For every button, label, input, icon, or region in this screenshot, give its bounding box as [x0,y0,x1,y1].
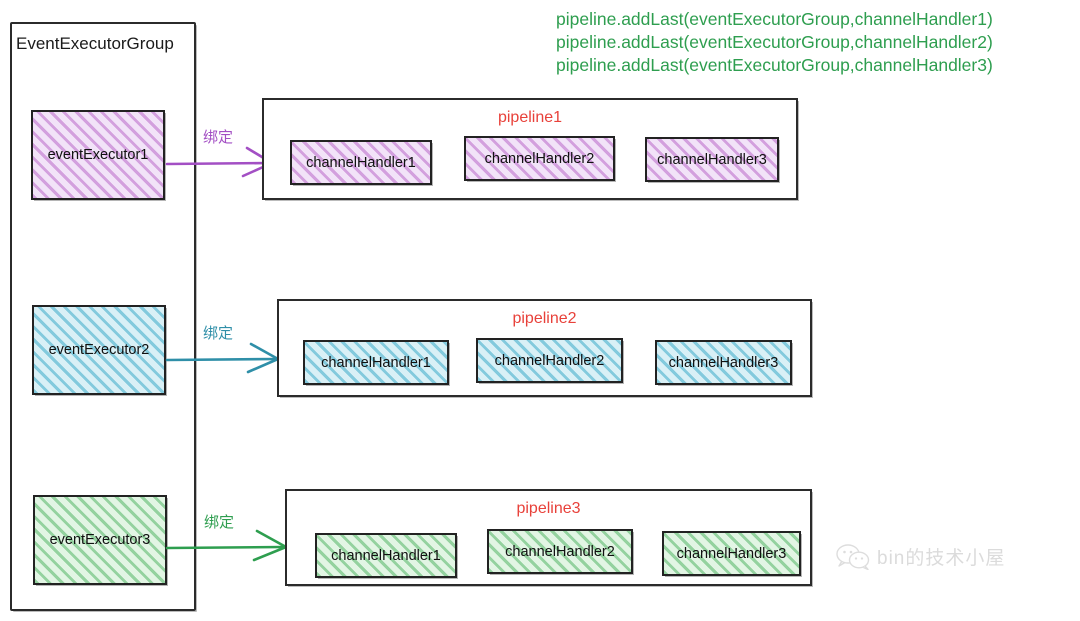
pipeline-1-handler-3: channelHandler3 [645,137,779,182]
binding-label-3: 绑定 [204,514,235,531]
pipeline-1-handler-1: channelHandler1 [290,140,432,185]
pipeline-1-container: pipeline1 channelHandler1 channelHandler… [262,98,798,200]
pipeline-3-handler-1: channelHandler1 [315,533,457,578]
pipeline-1-handler-1-label: channelHandler1 [306,154,416,171]
event-executor-2-box: eventExecutor2 [32,305,166,395]
event-executor-2-label: eventExecutor2 [48,342,150,358]
event-executor-3-label: eventExecutor3 [49,532,151,548]
pipeline-2-handler-1-label: channelHandler1 [321,354,431,371]
event-executor-1-label: eventExecutor1 [47,147,149,163]
wechat-icon [836,544,870,570]
event-executor-group-container [10,22,196,611]
watermark: bin的技术小屋 [836,543,1005,570]
pipeline-1-label: pipeline1 [497,109,563,126]
event-executor-group-label: EventExecutorGroup [16,34,174,53]
pipeline-1-handler-3-label: channelHandler3 [657,151,767,168]
pipeline-2-label: pipeline2 [512,310,577,327]
pipeline-3-handler-1-label: channelHandler1 [331,547,441,564]
binding-label-1: 绑定 [203,129,234,146]
pipeline-3-handler-2: channelHandler2 [487,529,633,574]
pipeline-2-container: pipeline2 channelHandler1 channelHandler… [277,299,812,397]
pipeline-1-handler-2-label: channelHandler2 [484,150,595,167]
code-line-3: pipeline.addLast(eventExecutorGroup,chan… [556,55,993,75]
pipeline-2-handler-2-label: channelHandler2 [494,352,605,369]
code-annotation: pipeline.addLast(eventExecutorGroup,chan… [556,8,1076,77]
pipeline-3-handler-2-label: channelHandler2 [505,543,615,560]
event-executor-3-box: eventExecutor3 [33,495,167,585]
pipeline-2-handler-1: channelHandler1 [303,340,449,385]
pipeline-3-label: pipeline3 [516,500,581,517]
pipeline-2-handler-3: channelHandler3 [655,340,792,385]
code-line-1: pipeline.addLast(eventExecutorGroup,chan… [556,9,993,29]
code-line-2: pipeline.addLast(eventExecutorGroup,chan… [556,32,993,52]
pipeline-2-handler-3-label: channelHandler3 [668,354,779,371]
watermark-text: bin的技术小屋 [877,548,1006,569]
pipeline-1-handler-2: channelHandler2 [464,136,615,181]
pipeline-3-container: pipeline3 channelHandler1 channelHandler… [285,489,812,586]
pipeline-3-handler-3-label: channelHandler3 [676,545,787,562]
binding-label-2: 绑定 [203,325,234,342]
pipeline-3-handler-3: channelHandler3 [662,531,801,576]
event-executor-1-box: eventExecutor1 [31,110,165,200]
pipeline-2-handler-2: channelHandler2 [476,338,623,383]
